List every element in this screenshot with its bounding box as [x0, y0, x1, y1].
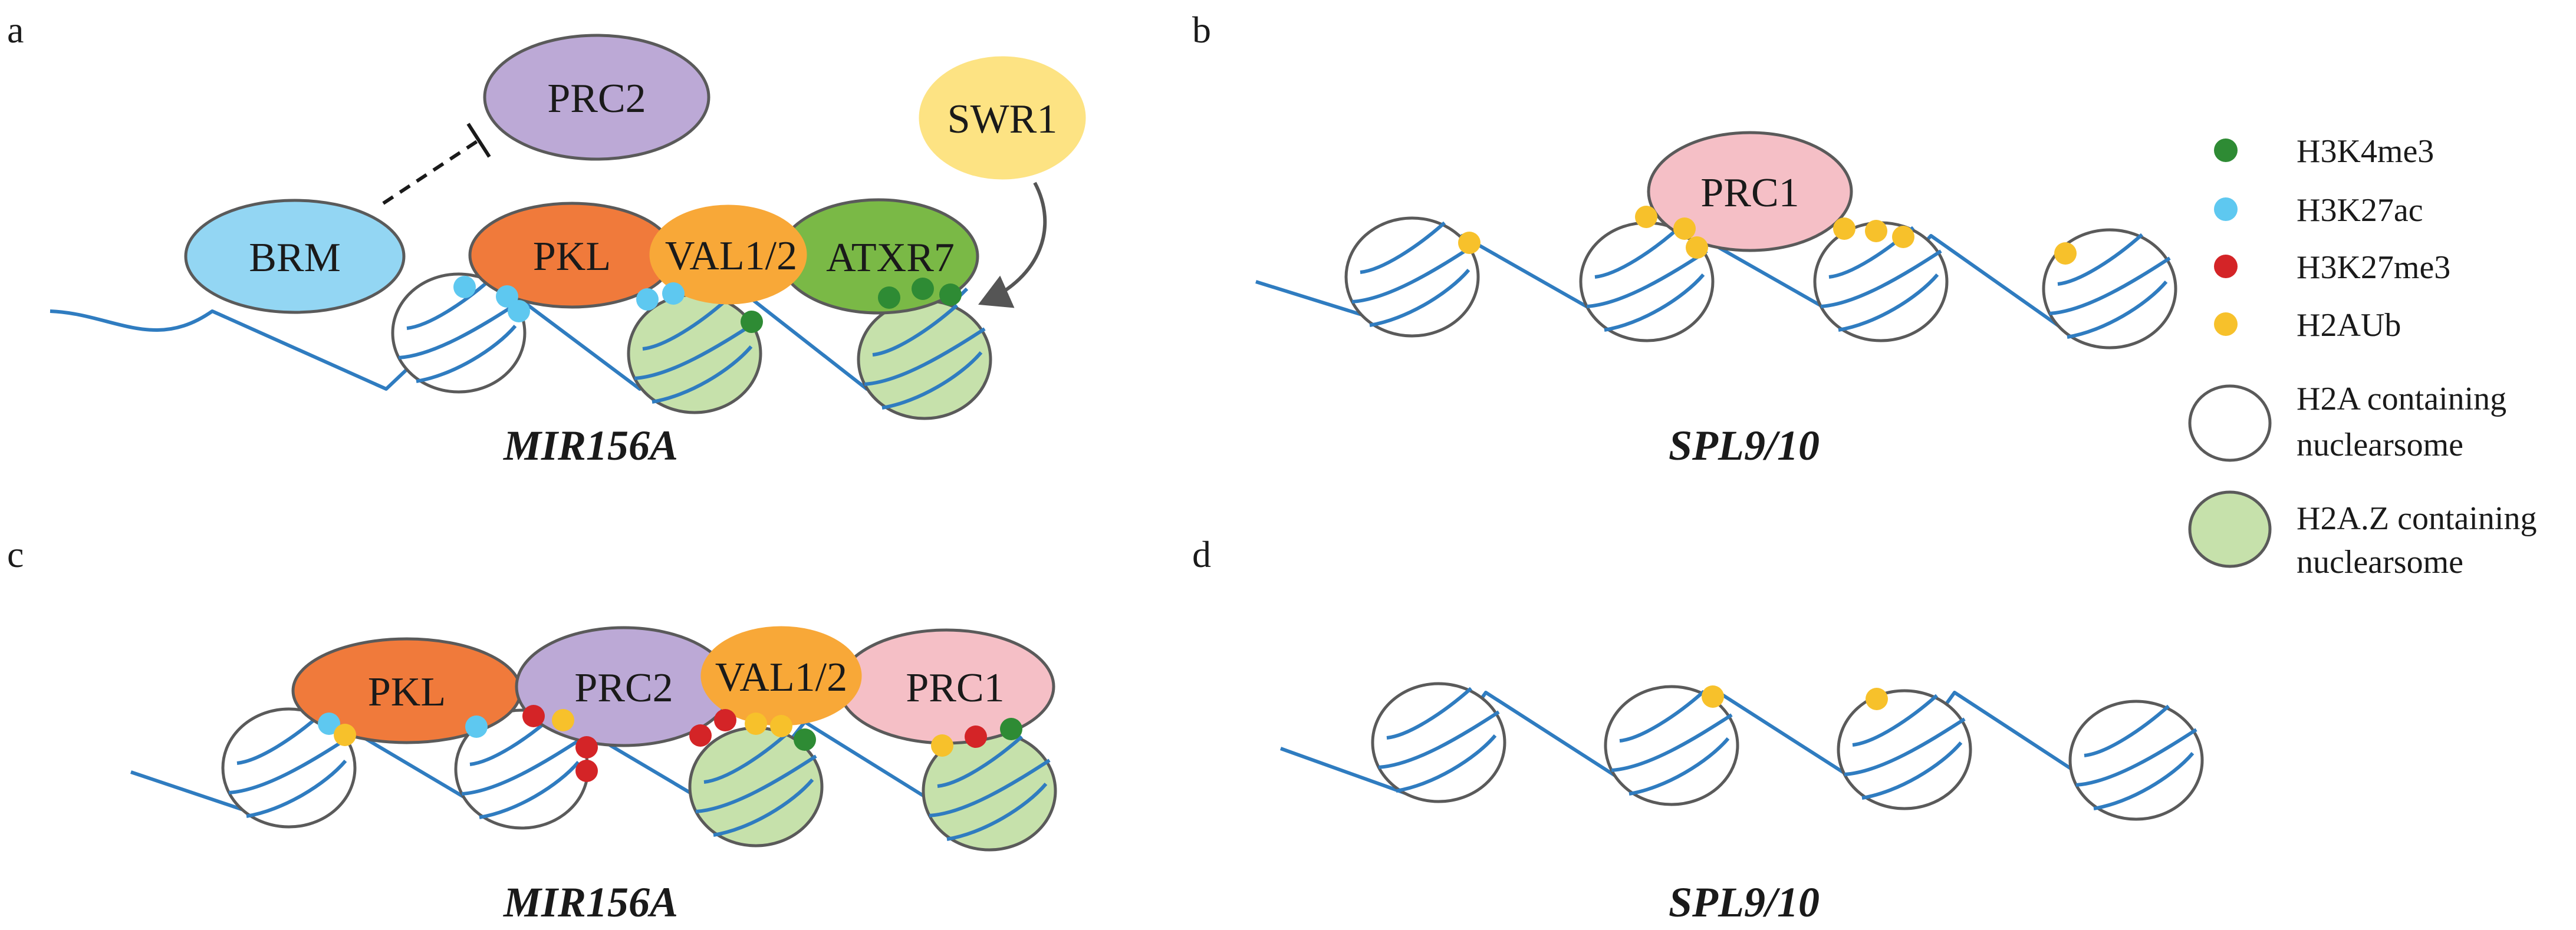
mark-h2aub — [745, 713, 767, 735]
legend-dot-h3k27ac — [2214, 197, 2238, 221]
mark-h3k4me3 — [794, 728, 816, 751]
protein-val: VAL1/2 — [700, 626, 862, 726]
protein-atxr7-label: ATXR7 — [826, 235, 955, 281]
protein-pkl: PKL — [468, 202, 676, 309]
mark-h3k27ac — [508, 300, 530, 322]
nucleosome-h2az — [857, 299, 992, 420]
inhibition-dashed-line — [382, 138, 480, 205]
nucleosome-h2a — [1837, 689, 1972, 810]
mark-h2aub — [1673, 217, 1696, 240]
nucleosome-h2az — [922, 730, 1057, 852]
gene-label: MIR156A — [503, 422, 678, 469]
mark-h2aub — [334, 724, 356, 746]
panel-a: a BRM PRC2 PKL — [7, 9, 1086, 469]
legend-nucleosome-h2a — [2188, 384, 2272, 462]
mark-h2aub — [931, 734, 953, 757]
mark-h2aub — [770, 715, 792, 737]
mark-h3k27me3 — [522, 705, 545, 727]
mark-h2aub — [1833, 217, 1855, 240]
protein-brm-label: BRM — [249, 235, 341, 281]
legend-label-h2az-line1: H2A.Z containing — [2297, 500, 2536, 537]
nucleosome-h2a — [391, 272, 527, 394]
mark-h2aub — [1865, 220, 1887, 242]
protein-brm: BRM — [184, 199, 406, 314]
nucleosome-h2a — [454, 708, 590, 830]
mark-h3k4me3 — [912, 278, 934, 300]
panel-b: b PRC1 SPL9/10 — [1192, 9, 2177, 469]
panel-letter-b: b — [1192, 9, 1211, 51]
panel-d: d SPL9/10 — [1192, 533, 2204, 926]
protein-swr1-label: SWR1 — [948, 97, 1058, 142]
mark-h3k27ac — [465, 715, 488, 738]
mark-h3k27me3 — [575, 760, 598, 782]
gene-label: SPL9/10 — [1669, 879, 1820, 926]
nucleosome-h2a — [1344, 216, 1480, 338]
legend-dot-h3k27me3 — [2214, 255, 2238, 278]
nucleosome-h2a — [2068, 700, 2204, 821]
protein-pkl: PKL — [291, 637, 522, 744]
panel-letter-c: c — [7, 533, 24, 575]
legend-label-h3k27me3: H3K27me3 — [2297, 249, 2450, 286]
mark-h3k27ac — [318, 713, 340, 735]
mark-h2aub — [1892, 226, 1914, 248]
mark-h2aub — [1866, 688, 1888, 710]
mark-h3k27ac — [662, 282, 685, 305]
mark-h3k27me3 — [689, 724, 712, 747]
mark-h3k27me3 — [575, 736, 598, 758]
legend-label-h2az-line2: nuclearsome — [2297, 544, 2463, 581]
legend-label-h3k4me3: H3K4me3 — [2297, 133, 2434, 170]
panel-letter-a: a — [7, 9, 24, 51]
protein-prc2: PRC2 — [483, 34, 710, 161]
mark-h3k27ac — [636, 288, 659, 311]
mark-h3k4me3 — [1000, 718, 1022, 740]
protein-val-label: VAL1/2 — [665, 233, 797, 279]
gene-label: MIR156A — [503, 879, 678, 926]
legend: H3K4me3 H3K27ac H3K27me3 H2AUb H2A conta… — [2188, 133, 2536, 581]
mark-h2aub — [1458, 232, 1481, 254]
legend-label-h3k27ac: H3K27ac — [2297, 192, 2423, 229]
mark-h3k27me3 — [714, 709, 736, 731]
mark-h3k4me3 — [939, 283, 962, 306]
nucleosome-h2a — [1371, 682, 1506, 803]
legend-dot-h2aub — [2214, 312, 2238, 336]
legend-nucleosome-h2az — [2188, 490, 2272, 568]
mark-h3k27me3 — [965, 725, 987, 748]
protein-prc1-label: PRC1 — [1700, 170, 1799, 216]
protein-pkl-label: PKL — [368, 670, 446, 715]
nucleosome-h2a — [2042, 228, 2177, 349]
legend-dot-h3k4me3 — [2214, 138, 2238, 162]
mark-h3k4me3 — [878, 286, 900, 309]
protein-prc1: PRC1 — [1647, 131, 1853, 252]
mark-h2aub — [552, 709, 574, 731]
mark-h2aub — [1635, 206, 1657, 228]
nucleosome-h2a — [221, 707, 357, 829]
legend-label-h2a-line1: H2A containing — [2297, 381, 2506, 417]
protein-val: VAL1/2 — [649, 205, 807, 305]
protein-val-label: VAL1/2 — [715, 655, 847, 700]
panel-letter-d: d — [1192, 533, 1211, 575]
mark-h3k4me3 — [741, 311, 763, 333]
inhibition-bar — [466, 123, 491, 158]
gene-label: SPL9/10 — [1669, 422, 1820, 469]
nucleosome-h2az — [688, 726, 824, 847]
protein-pkl-label: PKL — [533, 234, 611, 279]
swr1-arrow — [978, 182, 1047, 308]
mark-h2aub — [2054, 242, 2077, 265]
mark-h2aub — [1686, 236, 1708, 259]
legend-label-h2aub: H2AUb — [2297, 307, 2401, 344]
protein-prc2-label: PRC2 — [547, 76, 646, 121]
nucleosome-h2a — [1604, 685, 1739, 806]
mark-h3k27ac — [453, 276, 476, 298]
mark-h2aub — [1702, 685, 1724, 708]
legend-label-h2a-line2: nuclearsome — [2297, 427, 2463, 463]
nucleosome-h2az — [627, 293, 762, 414]
protein-prc2-label: PRC2 — [574, 665, 673, 711]
panel-c: c PKL PRC1 PRC2 — [7, 533, 1057, 926]
protein-prc1-label: PRC1 — [906, 665, 1004, 711]
protein-swr1: SWR1 — [919, 56, 1086, 180]
